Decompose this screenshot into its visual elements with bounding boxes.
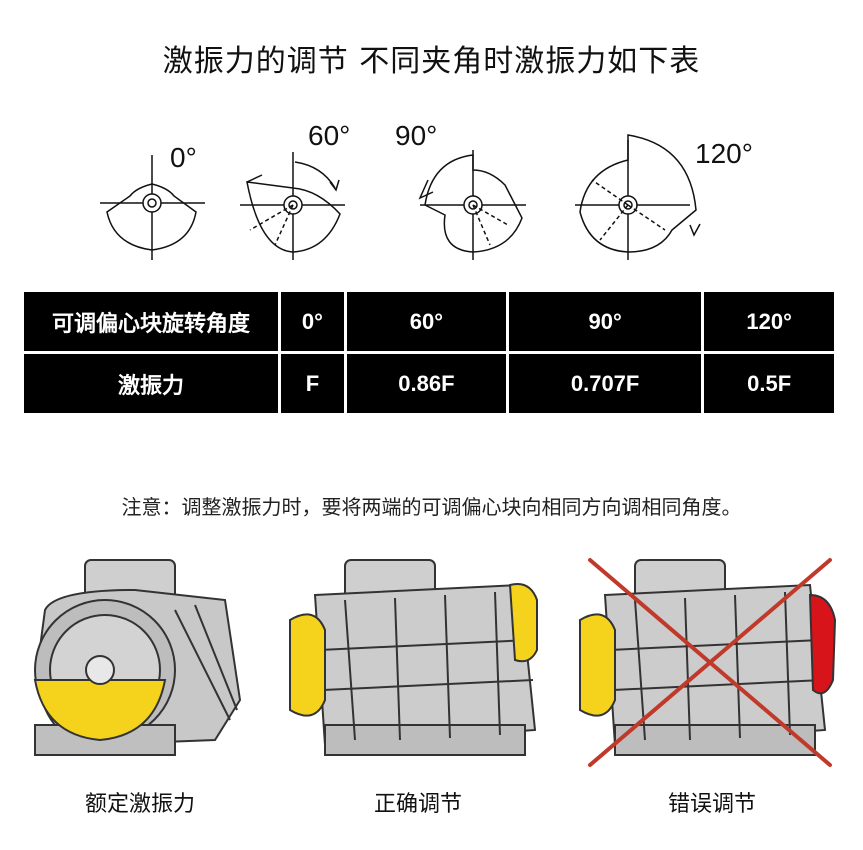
- eccentric-weight: [33, 679, 167, 742]
- page-title: 激振力的调节 不同夹角时激振力如下表: [162, 44, 701, 79]
- diagram-60-deg: [240, 152, 345, 260]
- table-row: 可调偏心块旋转角度 0° 60° 90° 120°: [24, 292, 834, 351]
- motor-wrong-image: [579, 558, 837, 767]
- force-table: 可调偏心块旋转角度 0° 60° 90° 120° 激振力 F 0.86F 0.…: [21, 289, 837, 416]
- row-header-angle: 可调偏心块旋转角度: [24, 292, 278, 351]
- table-cell: 0.5F: [704, 354, 834, 413]
- table-cell: F: [281, 354, 344, 413]
- angle-diagrams: 0° 60° 90° 120°: [0, 100, 863, 275]
- angle-diagram-svg: [100, 134, 701, 260]
- motor-photos: [0, 540, 863, 780]
- caption-wrong: 错误调节: [667, 792, 756, 817]
- diagram-120-deg: [575, 134, 701, 260]
- table-cell: 120°: [704, 292, 834, 351]
- motor-correct-image: [289, 559, 538, 756]
- diagram-0-deg: [100, 155, 205, 260]
- table-cell: 0.707F: [508, 354, 702, 413]
- table-cell: 90°: [508, 292, 702, 351]
- table-row: 激振力 F 0.86F 0.707F 0.5F: [24, 354, 834, 413]
- eccentric-weight-left: [289, 613, 326, 717]
- table-cell: 0.86F: [346, 354, 506, 413]
- wrong-cross-mark: [588, 558, 832, 767]
- label-120-deg: 120°: [695, 138, 753, 169]
- caption-correct: 正确调节: [373, 792, 462, 817]
- motor-rated-image: [33, 559, 242, 756]
- diagram-90-deg: [418, 150, 526, 260]
- row-header-force: 激振力: [24, 354, 278, 413]
- eccentric-weight-right: [508, 583, 538, 663]
- eccentric-weight-right-wrong: [808, 593, 837, 695]
- label-60-deg: 60°: [308, 120, 351, 151]
- eccentric-weight-left: [579, 613, 616, 717]
- adjustment-note: 注意：调整激振力时，要将两端的可调偏心块向相同方向调相同角度。: [121, 495, 742, 519]
- label-90-deg: 90°: [395, 120, 438, 151]
- caption-rated: 额定激振力: [84, 792, 195, 817]
- label-0-deg: 0°: [170, 142, 197, 173]
- table-cell: 60°: [346, 292, 506, 351]
- table-cell: 0°: [281, 292, 344, 351]
